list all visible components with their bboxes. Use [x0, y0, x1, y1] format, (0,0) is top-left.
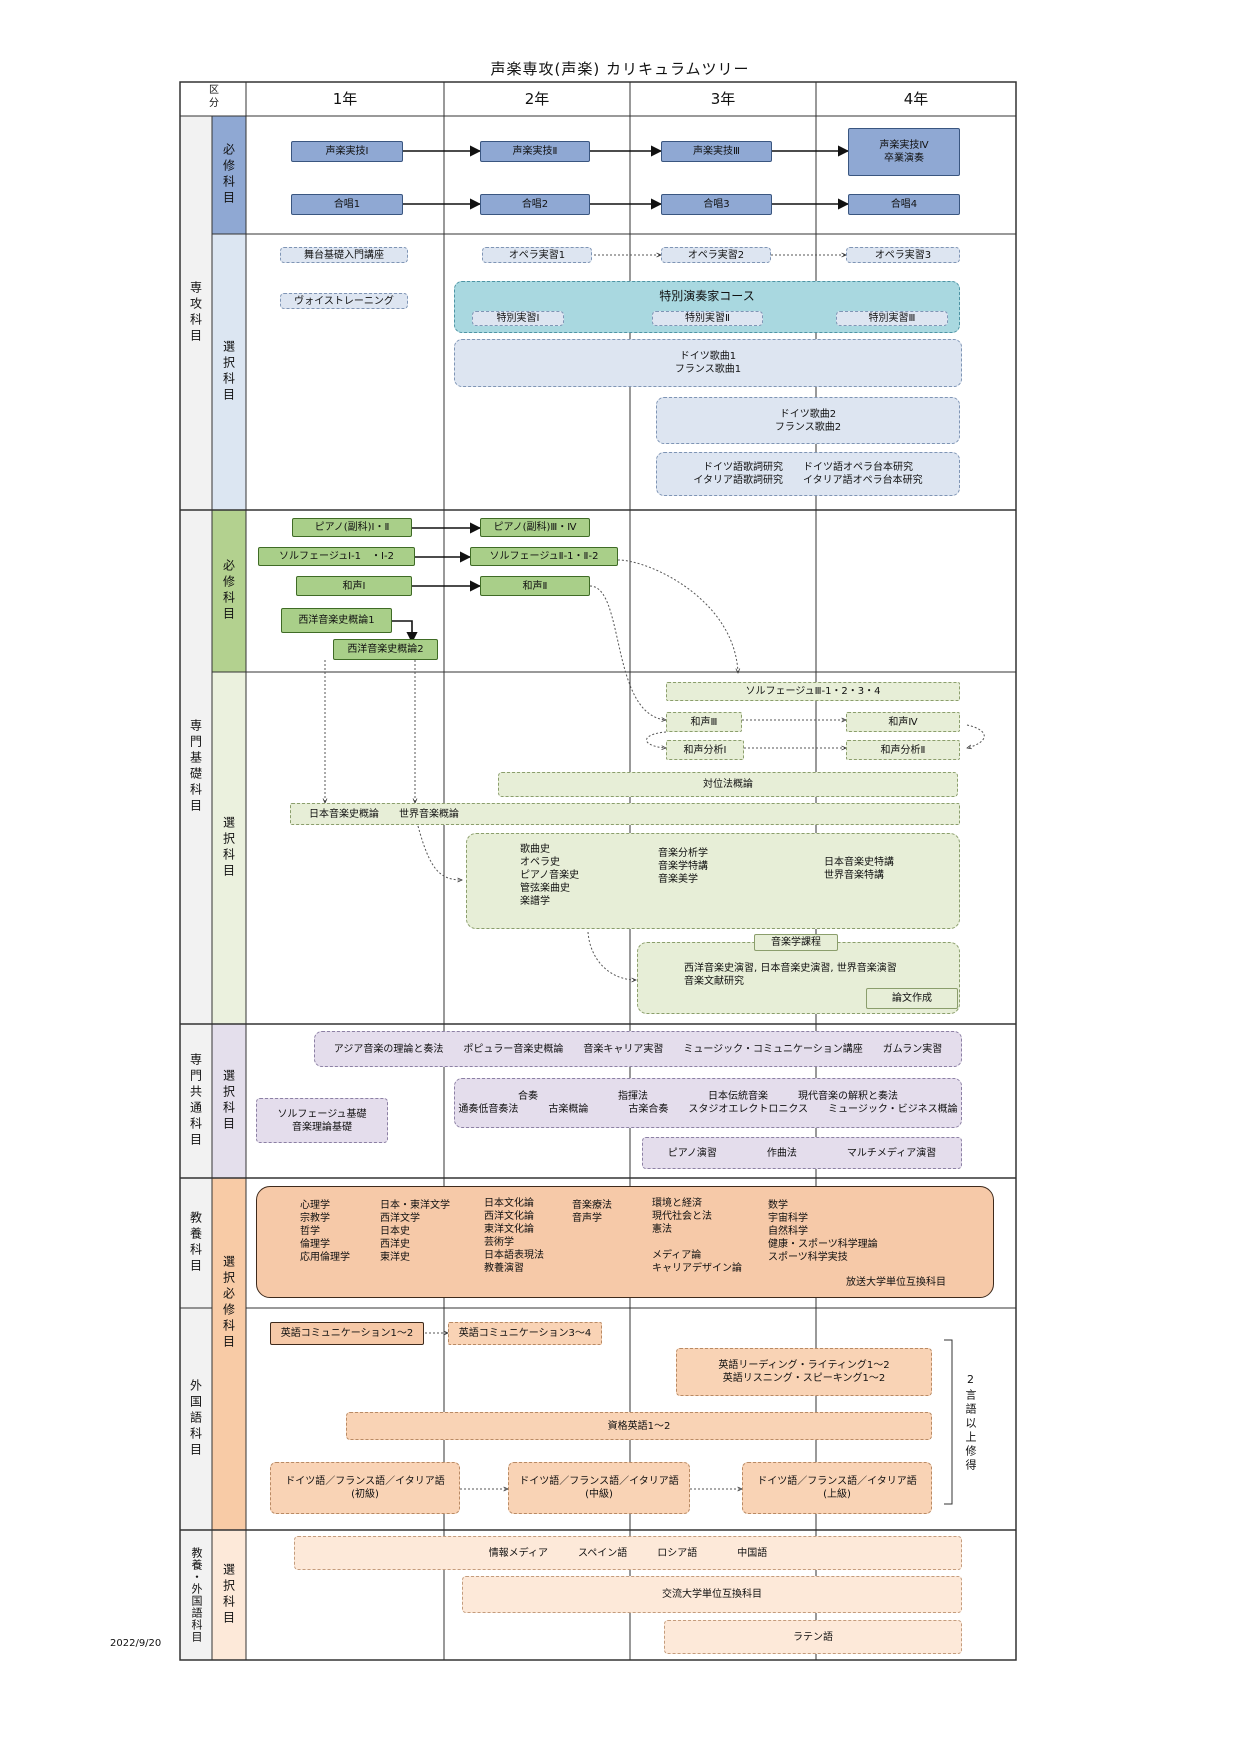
course-wasei-2: 和声Ⅱ	[480, 576, 590, 596]
course-wasei-4: 和声Ⅳ	[846, 712, 960, 732]
kyoyo-col-4: 音楽療法 音声学	[572, 1200, 612, 1224]
kyoyo-col-3: 日本文化論 西洋文化論 東洋文化論 芸術学 日本語表現法 教養演習	[484, 1198, 544, 1274]
tokubetsu-course-label: 特別演奏家コース	[659, 289, 755, 303]
course-taii-gairon: 対位法概論	[498, 772, 958, 797]
header-year-1: 1年	[332, 90, 358, 108]
course-wasei-bunseki-1: 和声分析Ⅰ	[666, 740, 744, 760]
label-sentaku-hisshu: 選択必修科目	[221, 1255, 236, 1351]
kyoyo-hoso: 放送大学単位互換科目	[846, 1277, 946, 1288]
label-kyoyo: 教養科目	[188, 1211, 203, 1275]
print-date: 2022/9/20	[110, 1638, 162, 1649]
course-gaikokugo-jokyu: ドイツ語／フランス語／イタリア語 (上級)	[742, 1462, 932, 1514]
course-enshu: 西洋音楽史演習, 日本音楽史演習, 世界音楽演習 音楽文献研究	[684, 963, 897, 987]
course-koryu-daigaku: 交流大学単位互換科目	[462, 1576, 962, 1613]
label-kiso-hisshu: 必修科目	[221, 559, 236, 623]
header-kubun: 区 分	[209, 85, 219, 109]
course-gaikokugo-shokyu: ドイツ語／フランス語／イタリア語 (初級)	[270, 1462, 460, 1514]
course-solfege-kiso: ソルフェージュ基礎 音楽理論基礎	[256, 1098, 388, 1143]
course-latin: ラテン語	[664, 1620, 962, 1654]
course-seigaku-jitsugi-1: 声楽実技Ⅰ	[291, 141, 403, 162]
course-eigo-1: 英語コミュニケーション1～2	[270, 1322, 424, 1345]
kyoyo-col-2: 日本・東洋文学 西洋文学 日本史 西洋史 東洋史	[380, 1200, 450, 1263]
course-seigaku-jitsugi-2: 声楽実技Ⅱ	[480, 141, 590, 162]
ongakushi-col-1: 歌曲史 オペラ史 ピアノ音楽史 管弦楽曲史 楽譜学	[520, 844, 580, 907]
kyoyo-col-5: 環境と経済 現代社会と法 憲法 メディア論 キャリアデザイン論	[652, 1198, 742, 1274]
course-butai-kiso: 舞台基礎入門講座	[280, 247, 408, 263]
course-opera-1: オペラ実習1	[482, 247, 592, 263]
course-tokubetsu-3: 特別実習Ⅲ	[836, 311, 948, 326]
course-seigaku-jitsugi-4: 声楽実技Ⅳ 卒業演奏	[848, 128, 960, 176]
label-kiso-sentaku: 選択科目	[221, 816, 236, 880]
label-gaikokugo: 外国語科目	[188, 1379, 203, 1459]
ongakushi-col-2: 音楽分析学 音楽学特講 音楽美学	[658, 848, 708, 885]
band-kyotsu	[212, 1024, 246, 1178]
note-2gengo: 2言語以上修得	[964, 1373, 977, 1473]
kyoyo-col-1: 心理学 宗教学 哲学 倫理学 応用倫理学	[300, 1200, 350, 1263]
course-kyotsu-row-3: ピアノ演習 作曲法 マルチメディア演習	[642, 1137, 962, 1169]
course-solfege-1: ソルフェージュⅠ-1 ・Ⅰ-2	[258, 547, 415, 566]
course-solfege-2: ソルフェージュⅡ-1・Ⅱ-2	[470, 547, 618, 566]
course-kakyoku-1: ドイツ歌曲1 フランス歌曲1	[454, 339, 962, 387]
course-tokubetsu-1: 特別実習Ⅰ	[472, 311, 564, 326]
course-piano-2: ピアノ(副科)Ⅲ・Ⅳ	[480, 518, 590, 537]
label-kyotsu-sentaku: 選択科目	[221, 1069, 236, 1133]
header-year-3: 3年	[710, 90, 736, 108]
course-gassho-2: 合唱2	[480, 194, 590, 215]
label-kyoyo-gaikokugo-sentaku: 選択科目	[221, 1563, 236, 1627]
band-kyoyo-gaikokugo	[212, 1178, 246, 1530]
course-gassho-3: 合唱3	[661, 194, 772, 215]
kyoyo-col-6: 数学 宇宙科学 自然科学 健康・スポーツ科学理論 スポーツ科学実技	[768, 1200, 878, 1263]
course-solfege-3: ソルフェージュⅢ-1・2・3・4	[666, 682, 960, 701]
course-ronbun: 論文作成	[866, 988, 958, 1009]
label-senko-hisshu: 必修科目	[221, 143, 236, 207]
course-wasei-1: 和声Ⅰ	[296, 576, 412, 596]
nihon-sekai-gairon-label: 日本音楽史概論 世界音楽概論	[309, 808, 459, 820]
course-kyotsu-row-1: アジア音楽の理論と奏法 ポピュラー音楽史概論 音楽キャリア実習 ミュージック・コ…	[314, 1031, 962, 1067]
course-ongakushi-group	[466, 833, 960, 929]
course-kashi-kenkyu: ドイツ語歌詞研究 ドイツ語オペラ台本研究 イタリア語歌詞研究 イタリア語オペラ台…	[656, 452, 960, 496]
course-gassho-4: 合唱4	[848, 194, 960, 215]
course-gaikokugo-chukyu: ドイツ語／フランス語／イタリア語 (中級)	[508, 1462, 690, 1514]
course-seiyo-gairon-1: 西洋音楽史概論1	[281, 608, 392, 633]
label-senko: 専攻科目	[188, 281, 203, 345]
header-year-2: 2年	[524, 90, 550, 108]
band-senko-hisshu	[212, 116, 246, 234]
band-kiso-hisshu	[212, 510, 246, 672]
header-year-4: 4年	[903, 90, 929, 108]
bracket-2gengo	[944, 1339, 953, 1505]
course-voice-training: ヴォイストレーニング	[280, 293, 408, 309]
band-kyoyo-gaikokugo-sentaku	[212, 1530, 246, 1660]
course-wasei-bunseki-2: 和声分析Ⅱ	[846, 740, 960, 760]
course-opera-2: オペラ実習2	[661, 247, 771, 263]
course-kyotsu-row-2: 合奏 指揮法 日本伝統音楽 現代音楽の解釈と奏法 通奏低音奏法 古楽概論 古楽合…	[454, 1078, 962, 1128]
course-kyoyo-gaikokugo-row-1: 情報メディア スペイン語 ロシア語 中国語	[294, 1536, 962, 1570]
course-opera-3: オペラ実習3	[846, 247, 960, 263]
course-seigaku-jitsugi-3: 声楽実技Ⅲ	[661, 141, 772, 162]
course-ongakugaku-katei: 音楽学課程	[754, 934, 838, 951]
page-title: 声楽専攻(声楽) カリキュラムツリー	[490, 60, 750, 78]
course-kakyoku-2: ドイツ歌曲2 フランス歌曲2	[656, 397, 960, 444]
course-tokubetsu-2: 特別実習Ⅱ	[652, 311, 763, 326]
label-kyoyo-gaikokugo: 教養・外国語科目	[190, 1547, 203, 1643]
ongakushi-col-3: 日本音楽史特講 世界音楽特講	[824, 857, 894, 881]
course-wasei-3: 和声Ⅲ	[666, 712, 742, 732]
course-seiyo-gairon-2: 西洋音楽史概論2	[333, 639, 438, 660]
course-gassho-1: 合唱1	[291, 194, 403, 215]
band-left-column	[180, 116, 212, 1660]
course-eigo-3: 英語コミュニケーション3～4	[448, 1322, 602, 1345]
course-piano-1: ピアノ(副科)Ⅰ・Ⅱ	[292, 518, 412, 537]
course-shikaku-eigo: 資格英語1～2	[346, 1412, 932, 1440]
label-senko-sentaku: 選択科目	[221, 340, 236, 404]
band-senko-sentaku	[212, 234, 246, 510]
course-kyoyo-group	[256, 1186, 994, 1298]
label-senmon-kyotsu: 専門共通科目	[188, 1053, 203, 1149]
band-kiso-sentaku	[212, 672, 246, 1024]
course-nihon-sekai-gairon: 日本音楽史概論 世界音楽概論	[290, 803, 960, 825]
label-senmon-kiso: 専門基礎科目	[188, 719, 203, 815]
course-eigo-reading: 英語リーディング・ライティング1～2 英語リスニング・スピーキング1～2	[676, 1348, 932, 1396]
